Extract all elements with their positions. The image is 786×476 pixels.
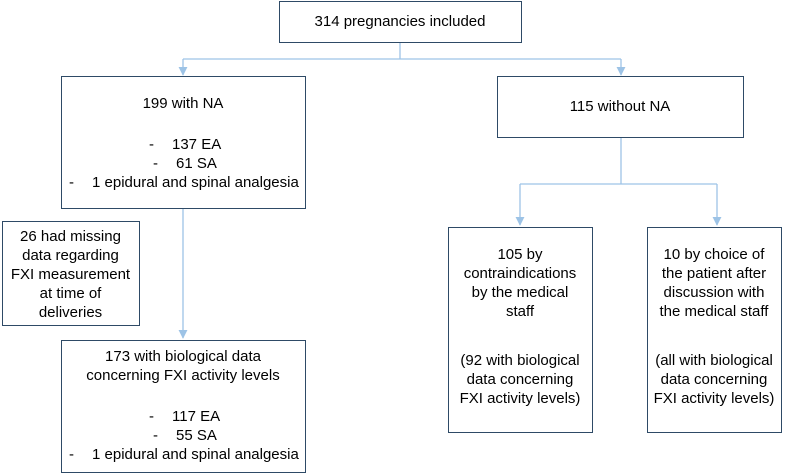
node-contra-note: data concerning [466, 371, 574, 388]
node-bio-line: concerning FXI activity levels [86, 367, 280, 384]
node-choice-line: discussion with [663, 284, 765, 301]
node-with-na-item-dash: - [149, 136, 154, 153]
node-with-na-item-dash: - [69, 174, 74, 191]
node-bio-item-dash: - [153, 427, 158, 444]
node-with-na-item-dash: - [153, 155, 158, 172]
node-total-text: 314 pregnancies included [314, 13, 486, 30]
node-total: 314 pregnancies included [279, 1, 522, 43]
node-bio-item-dash: - [149, 408, 154, 425]
node-choice-line: the medical staff [659, 303, 769, 320]
node-missing: 26 had missing data regarding FXI measur… [2, 221, 140, 326]
node-without-na-text: 115 without NA [569, 98, 671, 115]
node-bio-item: 1 epidural and spinal analgesia [92, 446, 299, 463]
node-contra-line: contraindications [463, 265, 577, 282]
node-bio-line: 173 with biological data [105, 348, 261, 365]
node-choice-line: 10 by choice of [663, 246, 765, 263]
node-contra-line: by the medical [471, 284, 569, 301]
node-contra-line: 105 by [497, 246, 543, 263]
node-bio-item: 117 EA [172, 408, 221, 425]
node-contra-line: staff [505, 303, 535, 320]
node-missing-line: FXI measurement [10, 266, 131, 283]
node-missing-line: deliveries [38, 304, 103, 321]
node-missing-line: data regarding [22, 247, 119, 264]
node-with-na-item: 61 SA [176, 155, 217, 172]
node-with-na-title: 199 with NA [142, 95, 224, 112]
node-patient-choice: 10 by choice of the patient after discus… [647, 227, 782, 433]
node-choice-line: the patient after [661, 265, 767, 282]
node-contraindications: 105 by contraindications by the medical … [448, 227, 593, 433]
node-with-na-item: 137 EA [172, 136, 222, 153]
node-missing-line: at time of [39, 285, 102, 302]
node-contra-note: (92 with biological [460, 352, 580, 369]
node-bio-item: 55 SA [176, 427, 217, 444]
node-choice-note: (all with biological [655, 352, 773, 369]
node-choice-note: data concerning [660, 371, 768, 388]
node-with-na: 199 with NA - 137 EA - 61 SA - 1 epidura… [61, 76, 306, 209]
node-bio-item-dash: - [69, 446, 74, 463]
node-without-na: 115 without NA [497, 76, 744, 138]
node-choice-note: FXI activity levels) [653, 390, 775, 407]
node-with-na-item: 1 epidural and spinal analgesia [92, 174, 299, 191]
node-contra-note: FXI activity levels) [459, 390, 581, 407]
node-missing-line: 26 had missing [20, 228, 121, 245]
node-bio: 173 with biological data concerning FXI … [61, 340, 306, 473]
